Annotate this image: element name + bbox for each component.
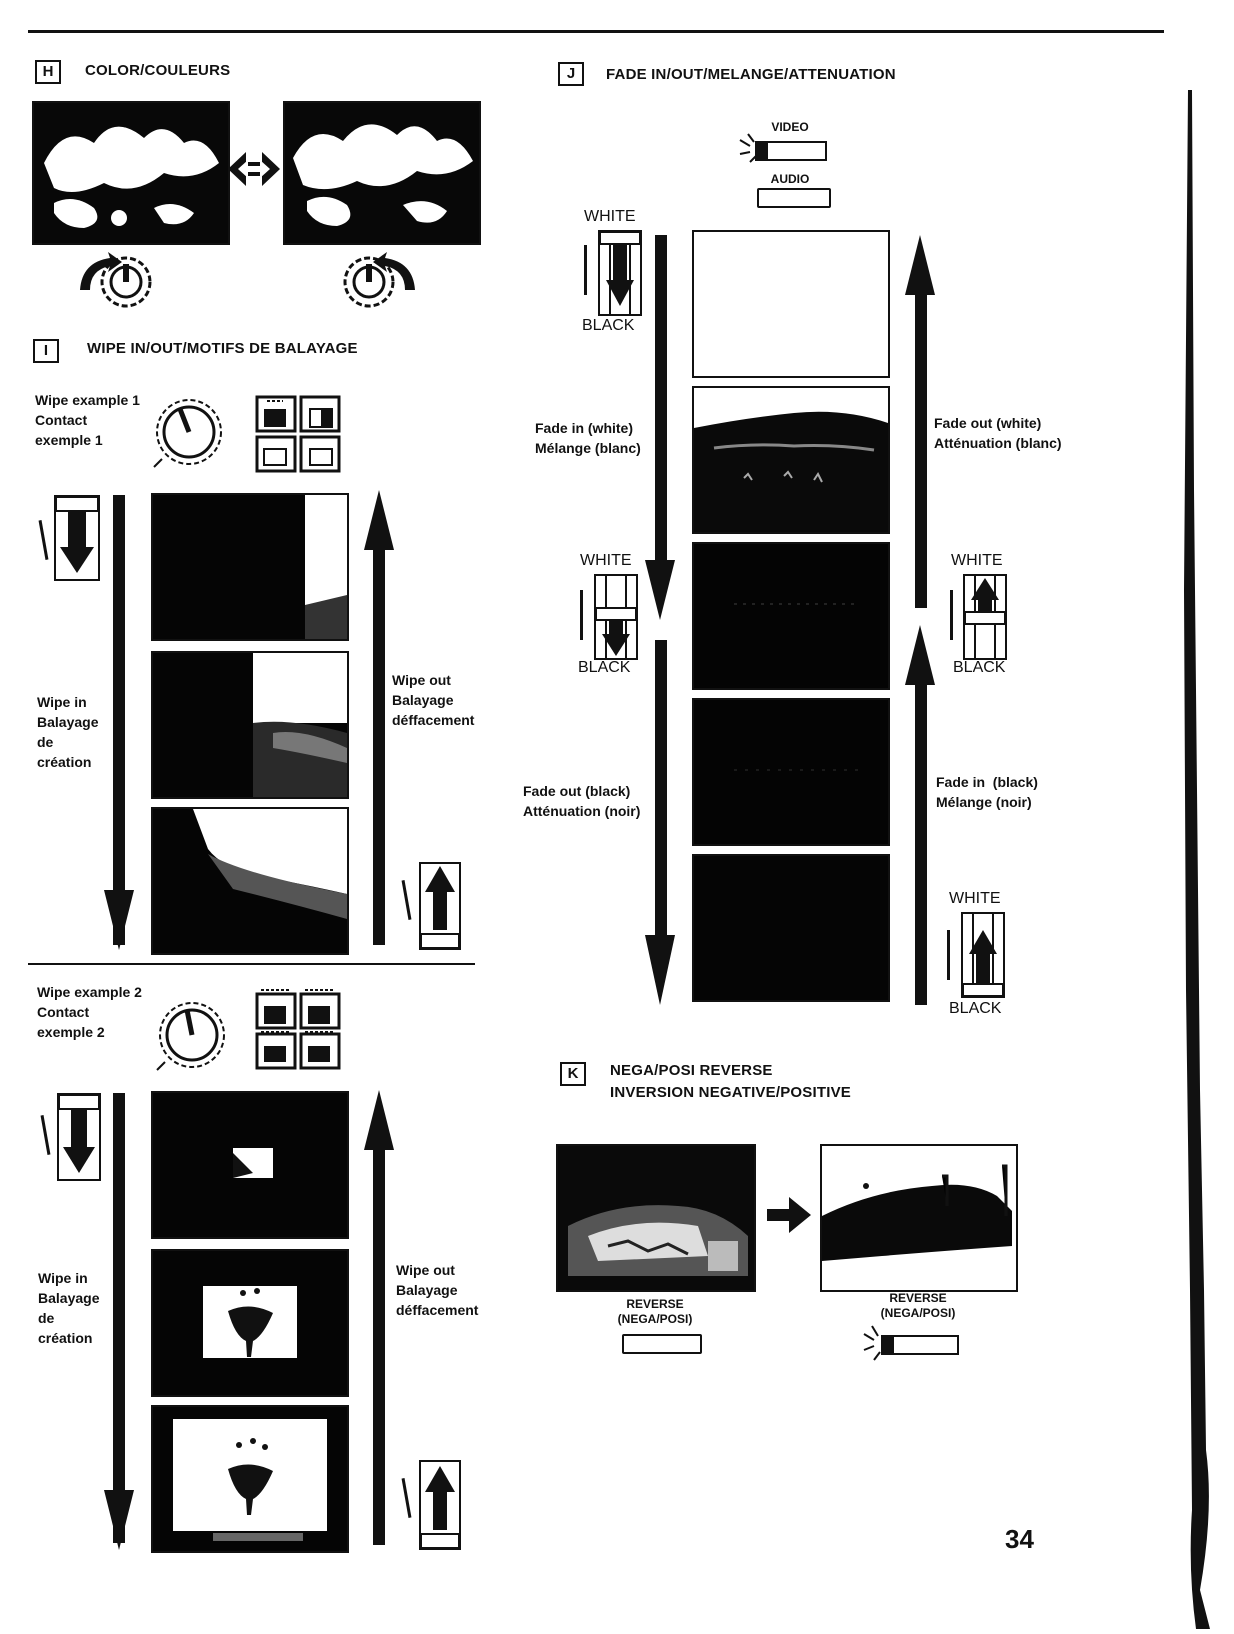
white-label-1: WHITE xyxy=(584,208,636,226)
wipe-in-arrow-2 xyxy=(113,1093,125,1543)
section-k-title-2: INVERSION NEGATIVE/POSITIVE xyxy=(610,1084,851,1101)
white-label-4: WHITE xyxy=(949,890,1001,908)
scan-edge xyxy=(1170,90,1234,1629)
wipe-out-label-1: Wipe out Balayage déffacement xyxy=(392,670,474,730)
fade-frame-white xyxy=(692,230,890,378)
right-arrow-icon xyxy=(765,1195,813,1240)
wipe-frame-1b xyxy=(151,651,349,799)
wipe-pattern-buttons-2[interactable] xyxy=(255,988,345,1077)
wipe-frame-1a xyxy=(151,493,349,641)
wipe-example-1-label: Wipe example 1 Contact exemple 1 xyxy=(35,390,140,450)
wipe-in-label-1: Wipe in Balayage de création xyxy=(37,692,98,772)
fade-frame-landscape xyxy=(692,386,890,534)
fade-in-black-label: Fade in (black) Mélange (noir) xyxy=(936,772,1038,812)
wipe-fader-1-down[interactable] xyxy=(54,495,100,581)
wipe-dial-2-icon[interactable] xyxy=(155,998,229,1077)
wipe-out-arrow-1 xyxy=(373,545,385,945)
wipe-example-2-label: Wipe example 2 Contact exemple 2 xyxy=(37,982,142,1042)
wipe-out-arrowhead-2-icon xyxy=(364,1090,394,1155)
fade-frame-dark-1 xyxy=(692,542,890,690)
audio-button[interactable] xyxy=(757,188,831,208)
wipe-frame-2a xyxy=(151,1091,349,1239)
section-i-title: WIPE IN/OUT/MOTIFS DE BALAYAGE xyxy=(87,340,358,357)
posi-image xyxy=(820,1144,1018,1292)
wipe-frame-1c xyxy=(151,807,349,955)
nega-image xyxy=(556,1144,756,1292)
clouds-image xyxy=(34,103,228,243)
black-label-2: BLACK xyxy=(578,659,630,677)
wipe-out-arrowhead-1-icon xyxy=(364,490,394,555)
wipe-fader-1-up[interactable] xyxy=(419,862,461,950)
color-image-right xyxy=(283,101,481,245)
section-h-letter: H xyxy=(35,60,61,84)
fade-out-black-arrow xyxy=(655,640,667,940)
fade-in-black-arrow xyxy=(915,680,927,1005)
section-h-title: COLOR/COULEURS xyxy=(85,62,230,79)
wipe-frame-2c xyxy=(151,1405,349,1553)
fader-tick xyxy=(947,930,950,980)
wipe-out-arrow-2 xyxy=(373,1145,385,1545)
section-j-letter: J xyxy=(558,62,584,86)
fade-out-black-label: Fade out (black) Atténuation (noir) xyxy=(523,781,640,821)
fade-fader-3[interactable] xyxy=(963,574,1007,660)
section-i-letter: I xyxy=(33,339,59,363)
wipe-fader-2-down[interactable] xyxy=(57,1093,101,1181)
section-k-letter: K xyxy=(560,1062,586,1086)
fade-out-black-arrowhead-icon xyxy=(645,935,675,1010)
reverse-label-left: REVERSE (NEGA/POSI) xyxy=(600,1297,710,1327)
wipe-pattern-buttons-1[interactable] xyxy=(255,393,345,478)
fade-frame-black xyxy=(692,854,890,1002)
fade-out-white-label: Fade out (white) Atténuation (blanc) xyxy=(934,413,1062,453)
fader-tick xyxy=(41,1115,51,1155)
fade-out-white-arrow xyxy=(915,290,927,608)
fade-frame-dark-2 xyxy=(692,698,890,846)
page-number: 34 xyxy=(1005,1524,1034,1555)
reverse-button-lit-icon[interactable] xyxy=(862,1324,962,1369)
fade-in-white-arrowhead-icon xyxy=(645,560,675,625)
video-button-lit-icon[interactable] xyxy=(738,132,830,173)
clouds-image xyxy=(285,103,479,243)
fader-tick xyxy=(584,245,587,295)
audio-label: AUDIO xyxy=(760,172,820,187)
wipe-frame-2b xyxy=(151,1249,349,1397)
fade-fader-1[interactable] xyxy=(598,230,642,316)
wipe-fader-2-up[interactable] xyxy=(419,1460,461,1550)
fader-tick xyxy=(402,1478,412,1518)
wipe-in-arrow-1 xyxy=(113,495,125,945)
black-label-3: BLACK xyxy=(953,659,1005,677)
double-arrow-icon xyxy=(226,150,282,193)
top-rule xyxy=(28,30,1164,33)
wipe-dial-1-icon[interactable] xyxy=(152,395,226,474)
fader-tick xyxy=(39,520,49,560)
color-image-left xyxy=(32,101,230,245)
section-j-title: FADE IN/OUT/MELANGE/ATTENUATION xyxy=(606,66,896,83)
wipe-in-label-2: Wipe in Balayage de création xyxy=(38,1268,99,1348)
wipe-out-label-2: Wipe out Balayage déffacement xyxy=(396,1260,478,1320)
fader-tick xyxy=(950,590,953,640)
fade-fader-2[interactable] xyxy=(594,574,638,660)
black-label-4: BLACK xyxy=(949,1000,1001,1018)
wipe-in-arrowhead-2-icon xyxy=(104,1490,134,1555)
black-label-1: BLACK xyxy=(582,317,634,335)
fade-out-white-arrowhead-icon xyxy=(905,235,935,300)
white-label-3: WHITE xyxy=(951,552,1003,570)
section-k-title-1: NEGA/POSI REVERSE xyxy=(610,1062,773,1079)
fade-in-white-label: Fade in (white) Mélange (blanc) xyxy=(535,418,641,458)
fade-fader-4[interactable] xyxy=(961,912,1005,998)
color-knob-right-icon[interactable] xyxy=(335,250,425,315)
fade-in-black-arrowhead-icon xyxy=(905,625,935,690)
reverse-label-right: REVERSE (NEGA/POSI) xyxy=(863,1291,973,1321)
reverse-button-off[interactable] xyxy=(622,1334,702,1354)
white-label-2: WHITE xyxy=(580,552,632,570)
fader-tick xyxy=(402,880,412,920)
fade-in-white-arrow xyxy=(655,235,667,565)
color-knob-left-icon[interactable] xyxy=(70,250,160,315)
fader-tick xyxy=(580,590,583,640)
section-divider xyxy=(28,963,475,965)
wipe-in-arrowhead-1-icon xyxy=(104,890,134,955)
